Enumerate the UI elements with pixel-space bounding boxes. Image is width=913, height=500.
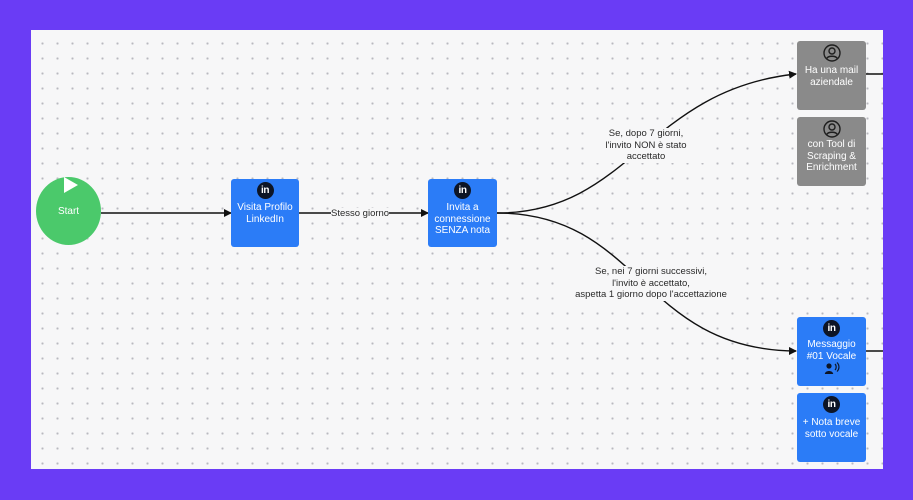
node-nota-breve[interactable]: in + Nota breve sotto vocale [797,393,866,462]
play-icon [64,177,78,193]
edge-label-line: Se, nei 7 giorni successivi, [595,266,707,277]
node-messaggio-vocale[interactable]: in Messaggio #01 Vocale [797,317,866,386]
edge-label-line: Se, dopo 7 giorni, [608,128,684,139]
linkedin-icon: in [454,182,471,199]
person-icon [822,120,841,138]
linkedin-icon: in [823,320,840,337]
edge-label-line: l'invito è accettato, [612,277,690,289]
linkedin-icon: in [256,182,274,199]
edge-label-line: accettato [626,151,666,162]
voice-icon [824,362,840,374]
node-invita-connessione[interactable]: in Invita a connessione SENZA nota [428,179,497,247]
edge-label-line: aspetta 1 giorno dopo l'accettazione [575,289,727,300]
start-node[interactable]: Start [36,177,101,245]
node-nota-label: + Nota breve sotto vocale [802,417,861,440]
node-tool-scraping[interactable]: con Tool di Scraping & Enrichment [797,117,866,186]
edges-layer [101,70,883,355]
linkedin-icon: in [823,396,840,413]
node-invita-label: Invita a connessione SENZA nota [434,202,491,236]
node-tool-label: con Tool di Scraping & Enrichment [806,139,857,173]
node-mail-label: Ha una mail aziendale [804,65,859,88]
person-icon [822,44,841,62]
edge-label-stesso-giorno: Stesso giorno [331,208,390,220]
edge-label-non-accettato: Se, dopo 7 giorni, l'invito NON è stato … [586,128,706,163]
node-visita-label: Visita Profilo LinkedIn [237,202,293,225]
edge-label-line: l'invito NON è stato [605,139,687,151]
node-messaggio-label: Messaggio #01 Vocale [806,339,857,362]
edge-label-accettato: Se, nei 7 giorni successivi, l'invito è … [561,266,741,301]
start-label: Start [57,205,80,217]
flow-canvas[interactable]: Start in Visita Profilo LinkedIn in Invi… [31,30,883,469]
node-visita-profilo[interactable]: in Visita Profilo LinkedIn [231,179,299,247]
node-mail-aziendale[interactable]: Ha una mail aziendale [797,41,866,110]
